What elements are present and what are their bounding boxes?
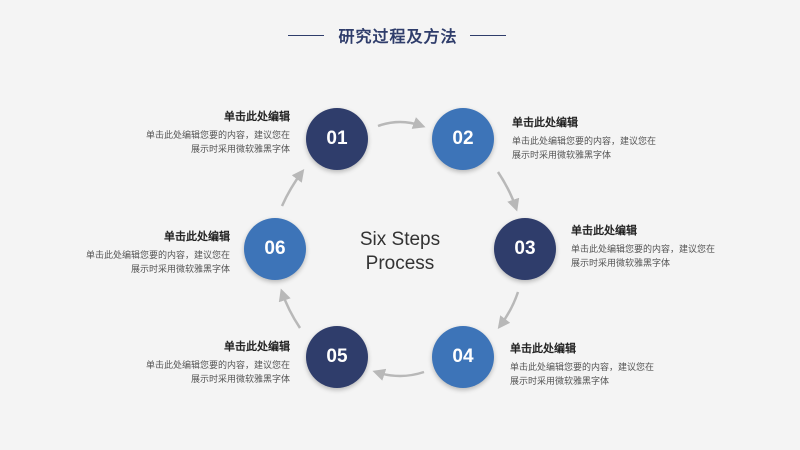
step-text-01: 单击此处编辑 单击此处编辑您要的内容，建议您在 展示时采用微软雅黑字体 [80,108,290,157]
step-desc-line2: 展示时采用微软雅黑字体 [130,265,230,275]
step-desc-line1: 单击此处编辑您要的内容，建议您在 [145,361,290,371]
step-text-05: 单击此处编辑 单击此处编辑您要的内容，建议您在 展示时采用微软雅黑字体 [80,338,290,387]
center-label-line1: Six Steps [359,229,441,250]
step-desc-line2: 展示时采用微软雅黑字体 [510,377,610,387]
arrow-06-01 [280,168,305,207]
step-text-04: 单击此处编辑 单击此处编辑您要的内容，建议您在 展示时采用微软雅黑字体 [510,340,720,389]
step-circle-06: 06 [244,218,306,280]
step-heading: 单击此处编辑 [224,340,290,353]
step-text-03: 单击此处编辑 单击此处编辑您要的内容，建议您在 展示时采用微软雅黑字体 [571,222,781,271]
step-desc-line2: 展示时采用微软雅黑字体 [190,145,290,155]
step-circle-01: 01 [306,108,368,170]
step-desc-line1: 单击此处编辑您要的内容，建议您在 [571,245,716,255]
center-label: Six Steps Process [330,228,470,276]
step-desc-line1: 单击此处编辑您要的内容，建议您在 [145,131,290,141]
title-line-left [288,35,324,36]
step-heading: 单击此处编辑 [512,116,578,129]
step-text-02: 单击此处编辑 单击此处编辑您要的内容，建议您在 展示时采用微软雅黑字体 [512,114,722,163]
step-desc-line2: 展示时采用微软雅黑字体 [512,151,612,161]
title-line-right [470,35,506,36]
arrow-05-06 [278,288,302,329]
step-heading: 单击此处编辑 [571,224,637,237]
step-circle-03: 03 [494,218,556,280]
step-desc-line1: 单击此处编辑您要的内容，建议您在 [512,137,657,147]
step-desc-line1: 单击此处编辑您要的内容，建议您在 [85,251,230,261]
step-heading: 单击此处编辑 [224,110,290,123]
arrow-01-02 [377,117,426,129]
arrow-04-05 [372,368,425,381]
step-circle-05: 05 [306,326,368,388]
center-label-line2: Process [365,253,435,274]
step-desc-line1: 单击此处编辑您要的内容，建议您在 [510,363,655,373]
step-desc-line2: 展示时采用微软雅黑字体 [571,259,671,269]
step-text-06: 单击此处编辑 单击此处编辑您要的内容，建议您在 展示时采用微软雅黑字体 [20,228,230,277]
arrow-02-03 [496,171,520,212]
step-heading: 单击此处编辑 [510,342,576,355]
step-circle-04: 04 [432,326,494,388]
title-bar: 研究过程及方法 [0,20,800,50]
step-circle-02: 02 [432,108,494,170]
step-desc-line2: 展示时采用微软雅黑字体 [190,375,290,385]
arrow-03-04 [497,291,520,330]
page-title: 研究过程及方法 [338,27,458,46]
step-heading: 单击此处编辑 [164,230,230,243]
